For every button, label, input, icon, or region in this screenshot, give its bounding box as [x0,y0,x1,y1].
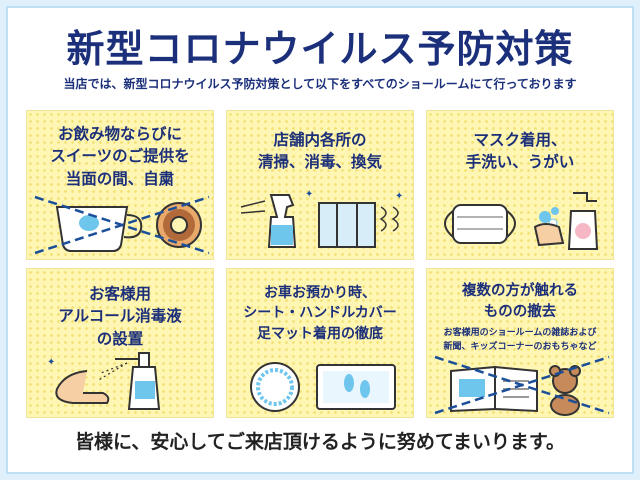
panel-line: 清掃、消毒、換気 [257,153,382,172]
panel-line: 当面の間、自粛 [65,169,175,188]
panel-line: お飲み物ならびに [57,125,182,143]
footer-message: 皆様に、安心してご来店頂けるように努めてまいります。 [74,431,565,453]
spray-window-icon: ✦ ✦ [240,189,403,248]
page-subtitle: 当店では、新型コロナウイルス予防対策として以下をすべてのショールームにて行ってお… [63,77,577,91]
panel-removal: 複数の方が触れる ものの撤去 お客様用のショールームの雑誌および 新聞、キッズコ… [426,268,614,418]
page-title: 新型コロナウイルス予防対策 [66,26,574,71]
svg-text:✦: ✦ [305,189,313,200]
panel-note: 新聞、キッズコーナーのおもちゃなど [443,341,597,352]
panel-mask-handwash: マスク着用、 手洗い、うがい [426,110,614,260]
cup-donut-icon [34,195,210,255]
panel-line: 手洗い、うがい [465,153,575,172]
panel-car-covers: お車お預かり時、 シート・ハンドルカバー 足マット着用の徹底 [226,268,414,418]
panel-drinks-sweets: お飲み物ならびに スイーツのご提供を 当面の間、自粛 [26,110,214,260]
panel-line: アルコール消毒液 [58,307,182,326]
svg-text:✦: ✦ [395,191,403,202]
panel-line: お車お預かり時、 [264,285,376,301]
panel-line: 店舗内各所の [273,131,367,149]
panel-cleaning: 店舗内各所の 清掃、消毒、換気 ✦ ✦ [226,110,414,260]
mask-hands-icon [444,192,599,250]
panel-line: シート・ハンドルカバー [243,305,397,322]
sanitizer-bottle-icon: ✦ [47,352,161,410]
panel-line: 複数の方が触れる [462,283,578,299]
panel-line: マスク着用、 [473,131,567,149]
panel-line: スイーツのご提供を [50,147,190,166]
panel-sanitizer: お客様用 アルコール消毒液 の設置 ✦ [26,268,214,418]
panel-note: お客様用のショールームの雑誌および [443,328,597,338]
svg-text:✦: ✦ [47,357,55,368]
wheel-mat-icon [250,362,396,412]
magazine-bear-icon [434,355,610,416]
panel-line: お客様用 [88,285,151,303]
panel-line: 足マット着用の徹底 [257,325,383,342]
panel-line: の設置 [96,329,144,348]
panel-line: ものの撤去 [483,304,557,321]
